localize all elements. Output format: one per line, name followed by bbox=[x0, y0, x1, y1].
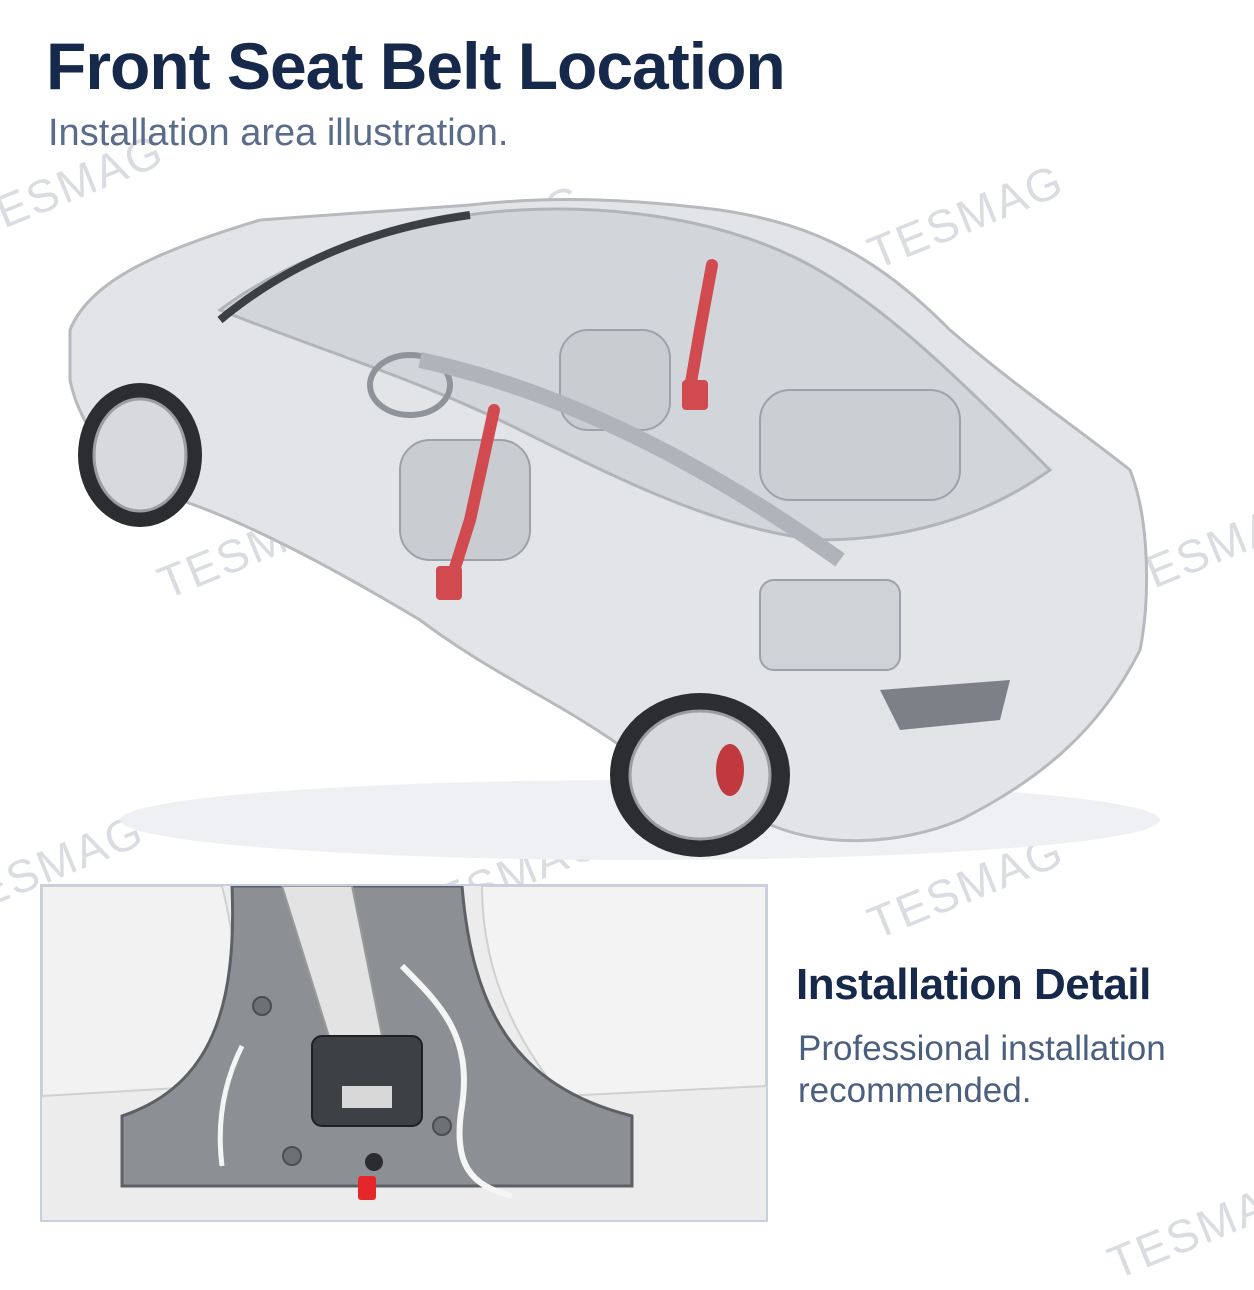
seat-belt-highlight bbox=[682, 259, 718, 406]
b-pillar-detail bbox=[42, 886, 766, 1220]
wire-harness bbox=[399, 963, 513, 1199]
detail-note: Professional installation recommended. bbox=[798, 1029, 1166, 1110]
rear-drive-unit bbox=[759, 579, 901, 671]
retractor-label bbox=[342, 1086, 392, 1108]
anchor-bolt-highlight bbox=[358, 1176, 376, 1200]
frame-rail bbox=[418, 352, 845, 567]
windshield-trim bbox=[217, 211, 471, 324]
belt-retractor bbox=[311, 1035, 423, 1127]
anchor-bolt-hole bbox=[365, 1153, 383, 1171]
installation-detail-image bbox=[40, 884, 768, 1222]
front-wheel-rim bbox=[92, 397, 188, 513]
detail-heading: Installation Detail bbox=[796, 960, 1151, 1009]
watermark: TESMAG bbox=[1100, 1163, 1254, 1290]
wire-harness bbox=[217, 1044, 245, 1167]
car-illustration bbox=[68, 198, 1160, 860]
seat-belt-retractor bbox=[436, 566, 462, 600]
rear-seat bbox=[759, 389, 961, 501]
tail-light bbox=[880, 680, 1010, 730]
page-title: Front Seat Belt Location bbox=[46, 29, 786, 103]
rear-wheel-rim bbox=[628, 709, 772, 841]
seat-belt-retractor bbox=[682, 380, 708, 410]
steering-wheel bbox=[367, 352, 453, 418]
brake-caliper bbox=[716, 744, 744, 796]
page-subtitle: Installation area illustration. bbox=[48, 112, 509, 154]
front-seat bbox=[399, 439, 531, 561]
